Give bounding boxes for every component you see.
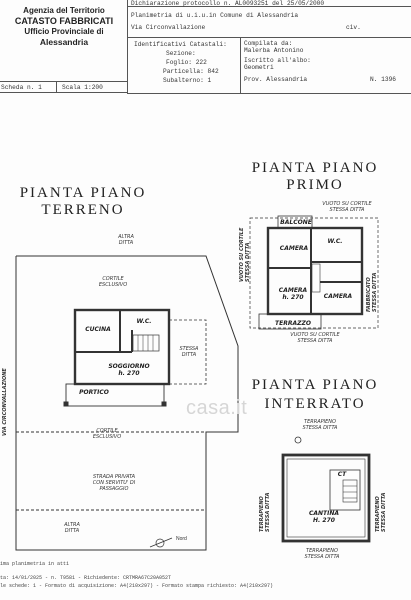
address-text: Via Circonvallazione [131, 24, 206, 31]
first-title-1: PIANTA PIANO [251, 160, 379, 176]
scheda-number: Scheda n. 1 [1, 84, 42, 91]
registration-number: N. 1396 [370, 76, 396, 83]
via-circonvallazione-label: VIA CIRCONVALLAZIONE [2, 368, 8, 436]
header-rule [127, 6, 411, 7]
vuoto-left: VUOTO SU CORTILE STESSA DITTA [239, 227, 251, 282]
room-wc-first: W.C. [327, 238, 343, 245]
altra-ditta-top: ALTRA DITTA [118, 234, 134, 246]
agency-block: Agenzia del Territorio CATASTO FABBRICAT… [2, 6, 126, 47]
header-rule [127, 37, 411, 38]
subalterno-text: Subalterno: 1 [163, 77, 212, 84]
terrace-outline [258, 313, 322, 330]
vuoto-top: VUOTO SU CORTILE STESSA DITTA [322, 201, 372, 213]
compiler-name: Malerba Antonino [244, 47, 304, 54]
profession-text: Geometri [244, 64, 274, 71]
north-label: Nord [176, 536, 187, 542]
particella-text: Particella: 842 [163, 68, 219, 75]
scheda-bar [0, 81, 127, 93]
catasto-title: CATASTO FABBRICATI [14, 16, 114, 26]
civ-text: civ. [346, 24, 361, 31]
footer-line-3: le schede: 1 - Formato di acquisizione: … [0, 583, 274, 589]
basement-title-2: INTERRATO [264, 396, 366, 412]
room-wc-ground: W.C. [136, 318, 152, 325]
terrapieno-left: TERRAPIENO STESSA DITTA [259, 492, 271, 533]
strada-privata: STRADA PRIVATA CON SERVITU' DI PASSAGGIO [92, 474, 136, 492]
lot-boundary [15, 255, 239, 551]
watermark: casa.it [186, 397, 248, 419]
terrapieno-bottom: TERRAPIENO STESSA DITTA [304, 548, 340, 560]
header-divider [56, 81, 57, 93]
agency-name: Agenzia del Territorio [23, 6, 105, 15]
header-divider [127, 0, 128, 94]
cortile-bottom: CORTILE ESCLUSIVO [92, 428, 122, 440]
first-house-walls [266, 226, 364, 316]
office-name: Ufficio Provinciale di [24, 27, 104, 36]
ground-stair [132, 334, 160, 352]
registered-label: Iscritto all'albo: [244, 57, 311, 64]
office-city: Alessandria [39, 37, 89, 47]
compiled-by-label: Compilata da: [244, 40, 293, 47]
ground-title-2: TERRENO [41, 202, 125, 218]
fabbricato-label: FABBRICATO STESSA DITTA [366, 272, 378, 313]
room-cantina: CANTINA H. 270 [308, 510, 340, 524]
basement-title-1: PIANTA PIANO [251, 377, 379, 393]
room-cucina: CUCINA [85, 326, 111, 333]
room-camera-1: CAMERA [279, 245, 309, 252]
identifiers-title: Identificativi Catastali: [134, 41, 227, 48]
balcony-outline [277, 215, 313, 229]
first-title-2: PRIMO [286, 177, 344, 193]
plan-of-text: Planimetria di u.i.u.in Comune di Alessa… [131, 12, 299, 19]
sezione-text: Sezione: [166, 50, 196, 57]
header-rule [127, 93, 411, 94]
basement-stair [342, 479, 358, 503]
footer-line-2: ta: 14/01/2025 - n. T9581 - Richiedente:… [0, 575, 172, 581]
province-text: Prov. Alessandria [244, 76, 308, 83]
terrapieno-right: TERRAPIENO STESSA DITTA [375, 492, 387, 533]
cortile-top: CORTILE ESCLUSIVO [98, 276, 128, 288]
terrazzo-label: TERRAZZO [275, 320, 311, 327]
altra-ditta-bottom: ALTRA DITTA [64, 522, 80, 534]
footer-line-1: ima planimetria in atti [0, 561, 70, 567]
room-ct: CT [337, 471, 347, 478]
vuoto-bottom: VUOTO SU CORTILE STESSA DITTA [290, 332, 340, 344]
portico-outline [65, 383, 165, 407]
north-arrow [149, 537, 173, 548]
terrapieno-top: TERRAPIENO STESSA DITTA [302, 419, 338, 431]
room-camera-3: CAMERA [323, 293, 353, 300]
room-soggiorno: SOGGIORNO h. 270 [108, 363, 150, 377]
stessa-ditta-ground: STESSA DITTA [179, 346, 199, 358]
scale-text: Scala 1:200 [62, 84, 103, 91]
room-portico: PORTICO [79, 389, 109, 396]
protocol-text: Dichiarazione protocollo n. AL0093251 de… [131, 0, 325, 7]
header-divider [240, 37, 241, 94]
foglio-text: Foglio: 222 [166, 59, 207, 66]
balcone-label: BALCONE [280, 219, 312, 226]
basement-walls [281, 453, 371, 543]
ground-title-1: PIANTA PIANO [19, 185, 147, 201]
room-camera-2: CAMERA h. 270 [278, 287, 308, 301]
